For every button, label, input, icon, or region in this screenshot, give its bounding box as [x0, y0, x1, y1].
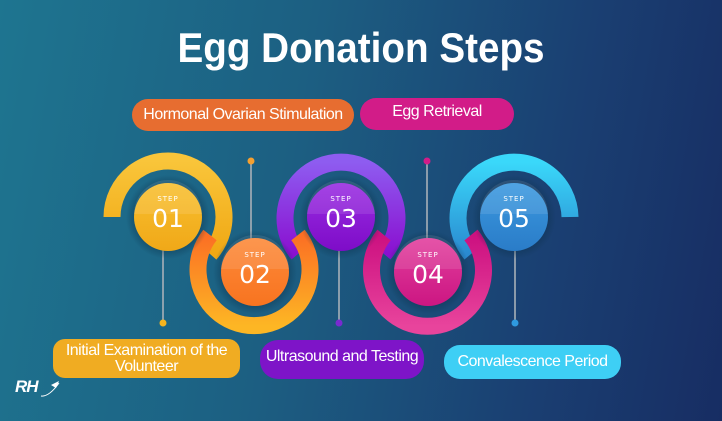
step-4-title-pill: Egg Retrieval [360, 98, 514, 130]
ring-step-5 [449, 153, 579, 260]
connector-lines [162, 162, 516, 323]
step-1-title-line1: Initial Examination of the [65, 341, 228, 359]
step-1-number: 01 [152, 204, 184, 233]
ring-step-2 [189, 229, 319, 335]
step-5-circle [480, 183, 548, 251]
ring-step-3 [276, 153, 406, 260]
step-1-circle [134, 183, 202, 251]
ring-step-1 [103, 152, 233, 260]
step-3-title-pill: Ultrasound and Testing [260, 340, 424, 379]
step-4-title: Egg Retrieval [392, 103, 482, 120]
step-2-title-pill: Hormonal Ovarian Stimulation [132, 99, 354, 131]
step-5-label: STEP [503, 195, 525, 203]
step-5-title-pill: Convalescence Period [444, 345, 621, 379]
step-2-label: STEP [244, 251, 266, 259]
step-3-label: STEP [330, 195, 352, 203]
page-title: Egg Donation Steps [177, 24, 545, 71]
step-4-number: 04 [412, 260, 444, 289]
step-1-label: STEP [157, 195, 179, 203]
step-3-circle [307, 183, 375, 251]
step-2-circle [221, 238, 289, 306]
step-2-title: Hormonal Ovarian Stimulation [143, 106, 343, 123]
step-2-number: 02 [239, 260, 271, 289]
airplane-icon [40, 381, 60, 397]
step-4-circle [394, 238, 462, 306]
ring-step-4 [363, 229, 492, 335]
step-3-number: 03 [325, 204, 357, 233]
step-5-number: 05 [498, 204, 530, 233]
step-1-title-line2: Volunteer [114, 357, 179, 375]
brand-logo: RH [15, 377, 39, 396]
step-4-label: STEP [417, 251, 439, 259]
connector-dots [159, 157, 519, 327]
step-1-title-pill: Initial Examination of the Volunteer [53, 339, 240, 378]
step-3-title: Ultrasound and Testing [265, 348, 419, 365]
step-5-title: Convalescence Period [457, 353, 608, 370]
